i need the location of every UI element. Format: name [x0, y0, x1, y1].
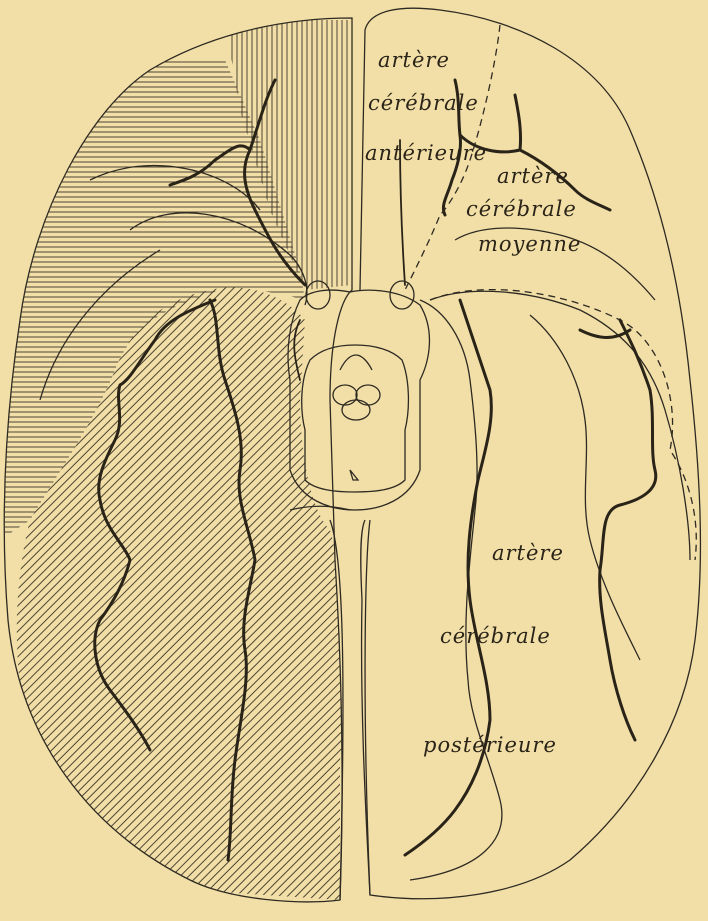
- posterior-label-line-1: artère: [492, 541, 564, 565]
- middle-cerebral-label: artère cérébrale moyenne: [466, 164, 581, 256]
- anterior-label-line-3: antérieure: [365, 141, 487, 165]
- posterior-label-line-2: cérébrale: [440, 624, 551, 648]
- posterior-label-line-3: postérieure: [423, 733, 557, 757]
- middle-label-line-2: cérébrale: [466, 197, 577, 221]
- middle-label-line-3: moyenne: [478, 232, 581, 256]
- left-hemisphere: [0, 18, 352, 902]
- middle-label-line-1: artère: [497, 164, 569, 188]
- anterior-label-line-1: artère: [378, 48, 450, 72]
- posterior-cerebral-label: artère cérébrale postérieure: [423, 541, 564, 757]
- anterior-cerebral-label: artère cérébrale antérieure: [365, 48, 487, 165]
- anterior-label-line-2: cérébrale: [368, 91, 479, 115]
